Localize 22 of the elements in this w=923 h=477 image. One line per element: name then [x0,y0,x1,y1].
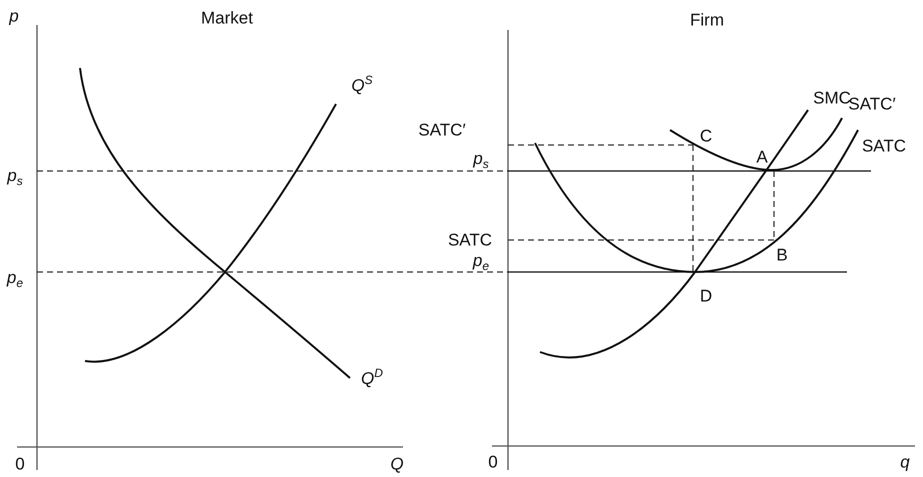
price-label: p$_{e}$ [472,252,490,272]
price-label: p$_{s}$ [7,166,23,188]
cost-label: SATC′ [418,122,466,138]
axis-label: q [900,454,910,470]
price-label: p$_{s}$ [473,150,489,170]
origin-label: 0 [15,456,25,472]
curve-label: SMC [813,90,851,106]
curve-label: Q$^{D}$ [361,367,383,387]
origin-label: 0 [488,454,498,470]
price-label: p$_{e}$ [6,268,24,290]
cost-label: SATC [448,232,492,248]
point-label: A [756,148,768,166]
panel-title: Firm [690,12,724,28]
axis-label: p [9,8,19,24]
curve-label: SATC [862,138,906,154]
point-label: C [700,128,712,144]
point-label: D [700,288,712,304]
point-label: B [776,246,788,264]
curve-label: Q$^{S}$ [351,74,373,94]
curve-label: SATC′ [848,96,896,112]
panel-title: Market [201,10,253,26]
axis-label: Q [390,456,404,472]
